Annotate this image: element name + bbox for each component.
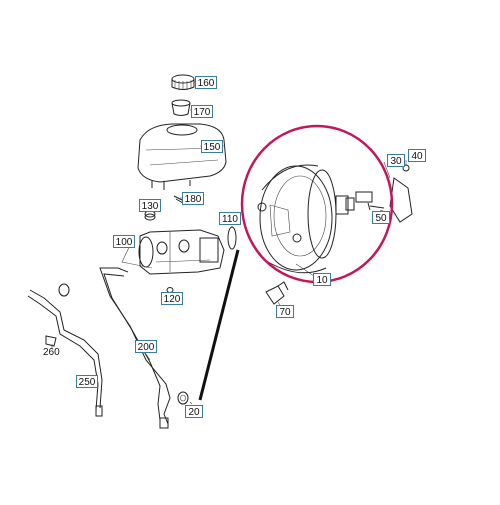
callout-150: 150 [201,140,223,153]
callout-200: 200 [135,340,157,353]
callout-110: 110 [219,212,241,225]
callout-50: 50 [372,211,390,224]
master-cylinder [138,229,225,275]
line-bracket [45,335,57,347]
callout-160: 160 [195,76,217,89]
callout-10: 10 [313,273,331,286]
fluid-reservoir [137,123,227,190]
reservoir-cap [171,74,195,90]
callout-250: 250 [76,375,98,388]
callout-130: 130 [139,199,161,212]
mounting-bolt [367,202,385,211]
hose-clamp [177,391,189,405]
callout-40: 40 [408,149,426,162]
callout-30: 30 [387,154,405,167]
brake-booster [257,164,373,274]
booster-gasket [389,164,413,223]
callout-170: 170 [191,105,213,118]
leader-lines [51,81,407,405]
vacuum-sensor [265,281,289,305]
callout-180: 180 [182,192,204,205]
vacuum-hose [198,249,240,401]
label-260: 260 [43,347,60,358]
callout-100: 100 [113,235,135,248]
retaining-clip [173,195,184,204]
o-ring [227,226,237,250]
reservoir-strainer [171,99,191,116]
callout-20: 20 [185,405,203,418]
callout-120: 120 [161,292,183,305]
callout-70: 70 [276,305,294,318]
